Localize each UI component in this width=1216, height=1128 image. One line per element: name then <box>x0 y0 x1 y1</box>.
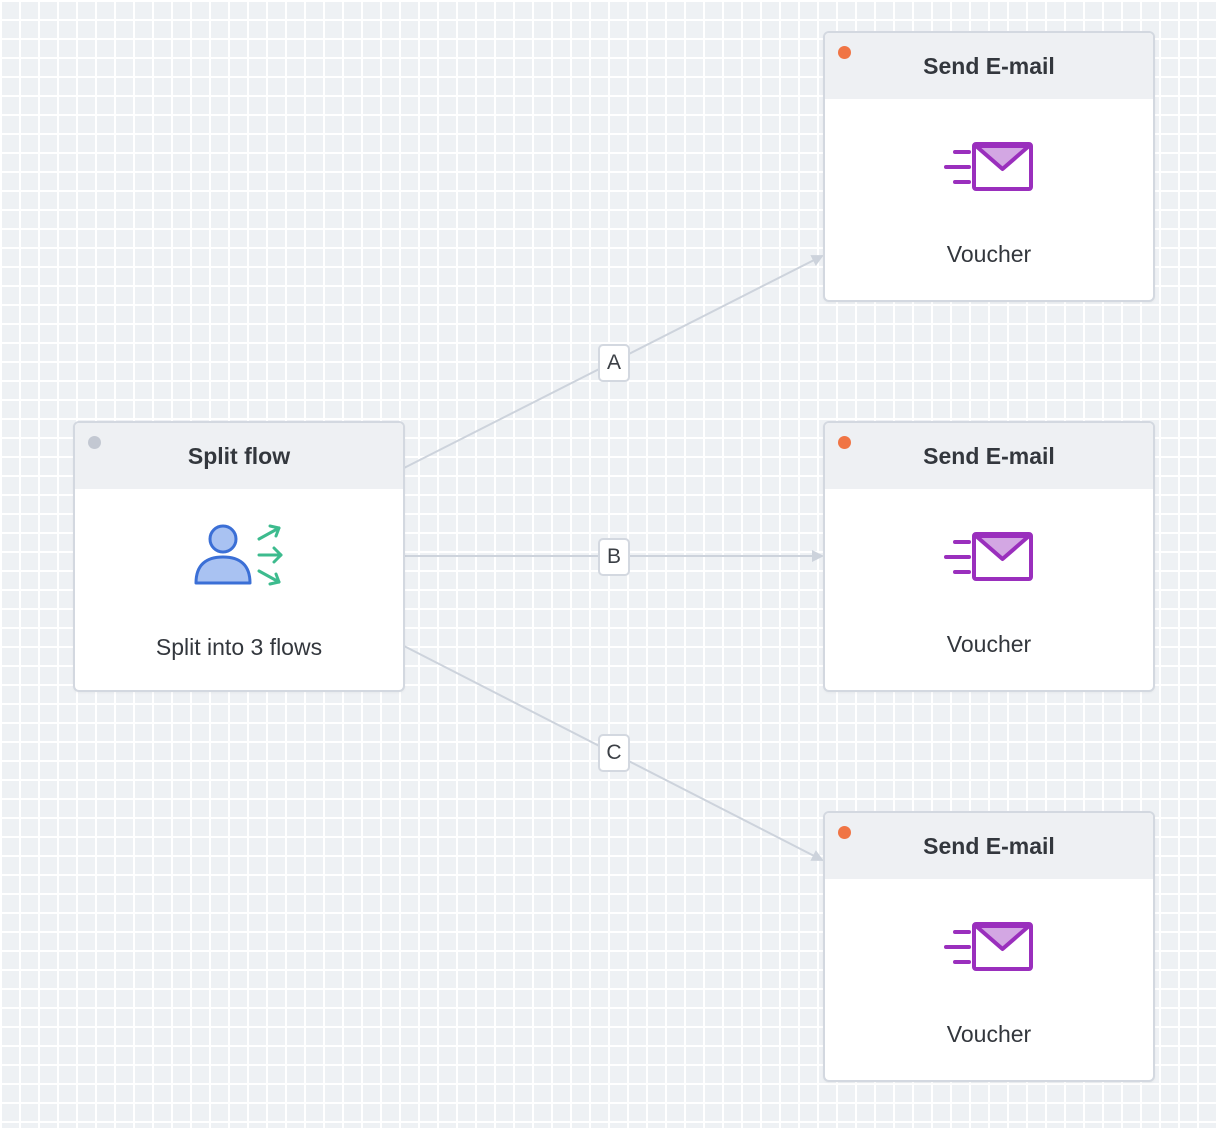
send-email-icon <box>943 921 1035 980</box>
status-dot-idle <box>88 436 101 449</box>
node-subtitle: Voucher <box>946 1021 1032 1047</box>
send-email-node-c[interactable]: Send E-mail Voucher <box>823 811 1155 1082</box>
node-header: Send E-mail <box>825 33 1153 99</box>
node-header: Send E-mail <box>825 813 1153 879</box>
status-dot-pending <box>838 826 851 839</box>
node-body: Voucher <box>825 99 1153 299</box>
send-email-icon <box>943 531 1035 590</box>
person-split-icon <box>193 521 285 594</box>
send-email-icon <box>943 141 1035 200</box>
node-body: Voucher <box>825 879 1153 1079</box>
edge-label-b[interactable]: B <box>598 538 630 576</box>
node-title: Send E-mail <box>923 832 1055 859</box>
split-flow-node[interactable]: Split flow Split into 3 flows <box>73 421 405 692</box>
status-dot-pending <box>838 46 851 59</box>
node-title: Split flow <box>187 442 291 469</box>
status-dot-pending <box>838 436 851 449</box>
node-subtitle: Split into 3 flows <box>155 634 323 660</box>
node-title: Send E-mail <box>923 442 1055 469</box>
node-body: Voucher <box>825 489 1153 689</box>
node-body: Split into 3 flows <box>75 489 403 689</box>
node-header: Send E-mail <box>825 423 1153 489</box>
send-email-node-a[interactable]: Send E-mail Voucher <box>823 31 1155 302</box>
edge-label-c[interactable]: C <box>598 734 630 772</box>
node-header: Split flow <box>75 423 403 489</box>
node-subtitle: Voucher <box>946 241 1032 267</box>
send-email-node-b[interactable]: Send E-mail Voucher <box>823 421 1155 692</box>
edge-label-a[interactable]: A <box>598 344 630 382</box>
node-subtitle: Voucher <box>946 631 1032 657</box>
node-title: Send E-mail <box>923 52 1055 79</box>
